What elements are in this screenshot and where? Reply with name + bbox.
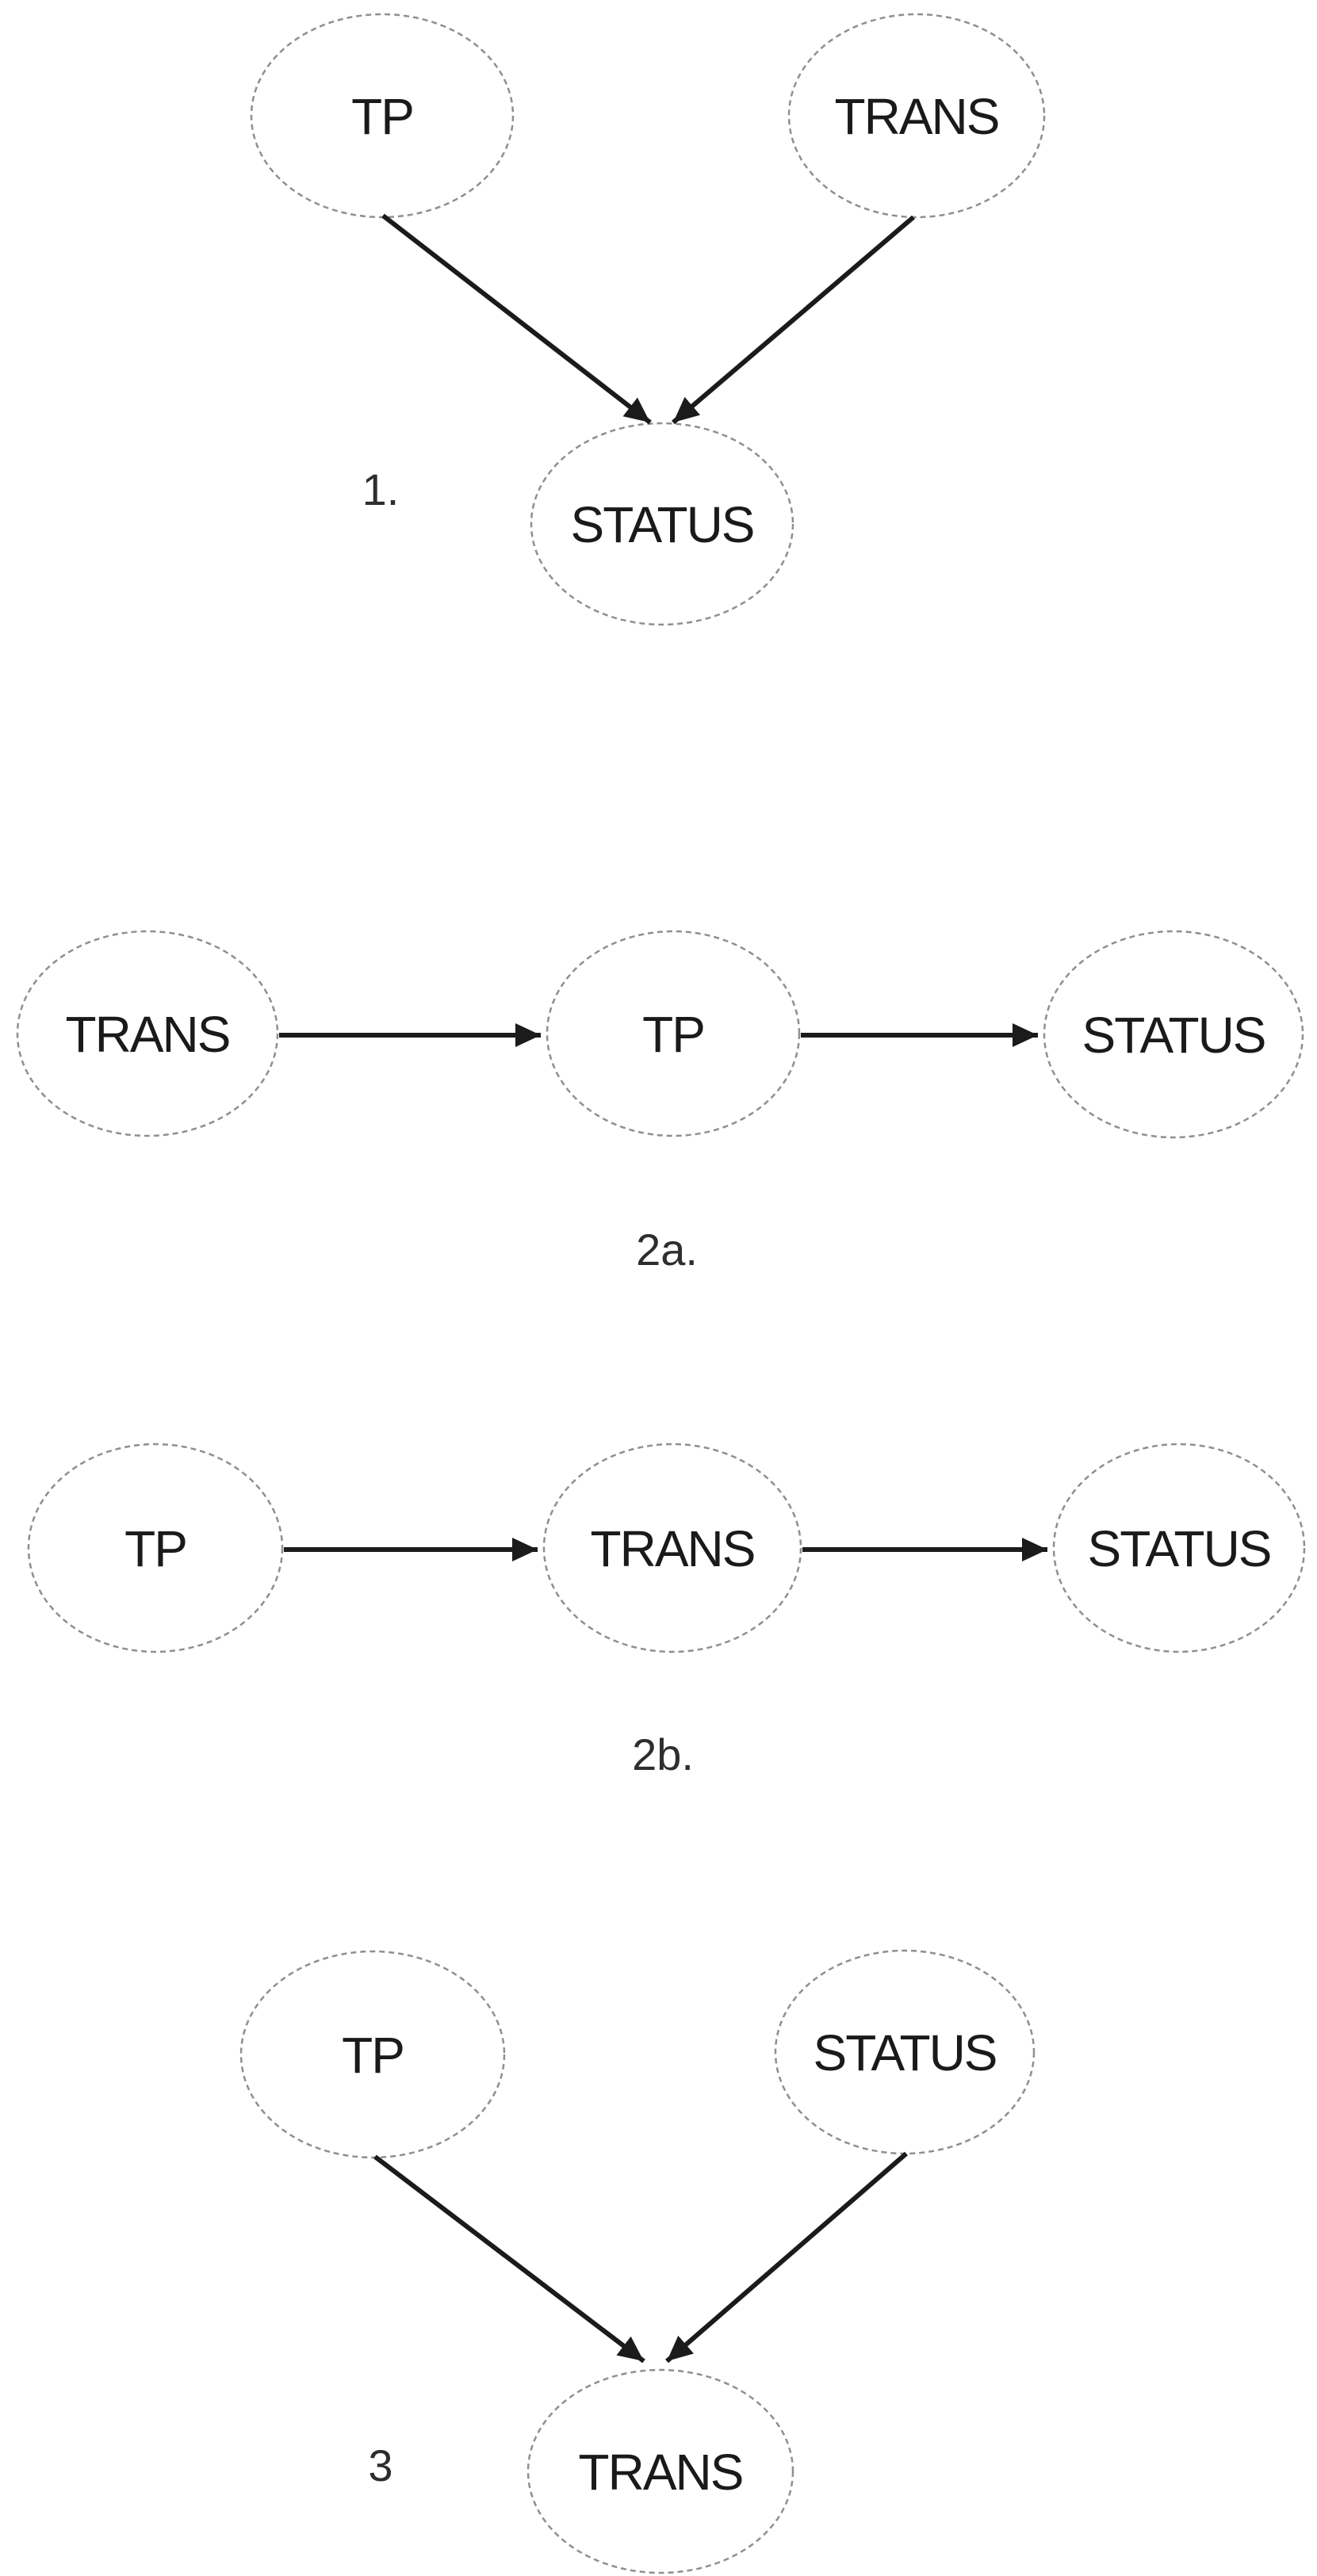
diagram-3-node-trans-label: TRANS — [579, 2444, 743, 2501]
diagram-3-caption: 3 — [368, 2440, 392, 2490]
diagram-3-node-trans-ellipse — [526, 2368, 794, 2574]
diagram-2b-caption: 2b. — [632, 1729, 694, 1779]
diagram-1-node-trans-label: TRANS — [835, 88, 999, 145]
diagram-2a-node-tp-ellipse — [546, 930, 801, 1137]
diagram-2b: TP TRANS STATUS 2b. — [27, 1443, 1306, 1779]
diagram-2a-caption: 2a. — [636, 1225, 698, 1275]
diagram-2b-node-status-ellipse — [1052, 1443, 1306, 1653]
diagram-1: TP TRANS STATUS 1. — [250, 13, 1046, 626]
diagram-1-node-tp-label: TP — [351, 88, 413, 145]
diagram-3-node-tp-label: TP — [342, 2027, 404, 2084]
diagram-2b-node-tp-ellipse — [27, 1443, 284, 1653]
diagram-2a-node-tp-label: TP — [642, 1006, 704, 1063]
diagram-1-edge-tp-to-status-arrow — [381, 213, 652, 425]
diagram-2a-node-status-label: STATUS — [1082, 1007, 1265, 1064]
diagram-2b-node-trans-ellipse — [542, 1443, 802, 1653]
diagram-1-node-trans-ellipse — [787, 13, 1046, 219]
diagram-2b-node-status-label: STATUS — [1088, 1520, 1271, 1577]
diagram-1-edge-trans-to-status-arrow — [672, 215, 915, 425]
diagram-2a-node-trans-ellipse — [16, 930, 279, 1137]
diagram-2a-node-status-ellipse — [1043, 930, 1304, 1139]
diagram-1-node-status-ellipse — [530, 422, 794, 626]
diagram-3-edge-tp-to-trans-arrow — [373, 2154, 645, 2364]
diagram-3-node-status-label: STATUS — [814, 2024, 997, 2081]
diagram-3-edge-status-to-trans-arrow — [665, 2151, 908, 2364]
diagram-2b-node-trans-label: TRANS — [591, 1520, 755, 1577]
diagram-2a: TRANS TP STATUS 2a. — [16, 930, 1304, 1275]
diagram-1-caption: 1. — [362, 464, 400, 514]
diagram-3: TP STATUS TRANS 3 — [239, 1949, 1036, 2574]
diagram-3-node-tp-ellipse — [239, 1950, 506, 2159]
diagram-2a-node-trans-label: TRANS — [66, 1006, 230, 1063]
diagram-2b-node-tp-label: TP — [124, 1520, 186, 1577]
diagram-1-node-status-label: STATUS — [571, 496, 754, 553]
